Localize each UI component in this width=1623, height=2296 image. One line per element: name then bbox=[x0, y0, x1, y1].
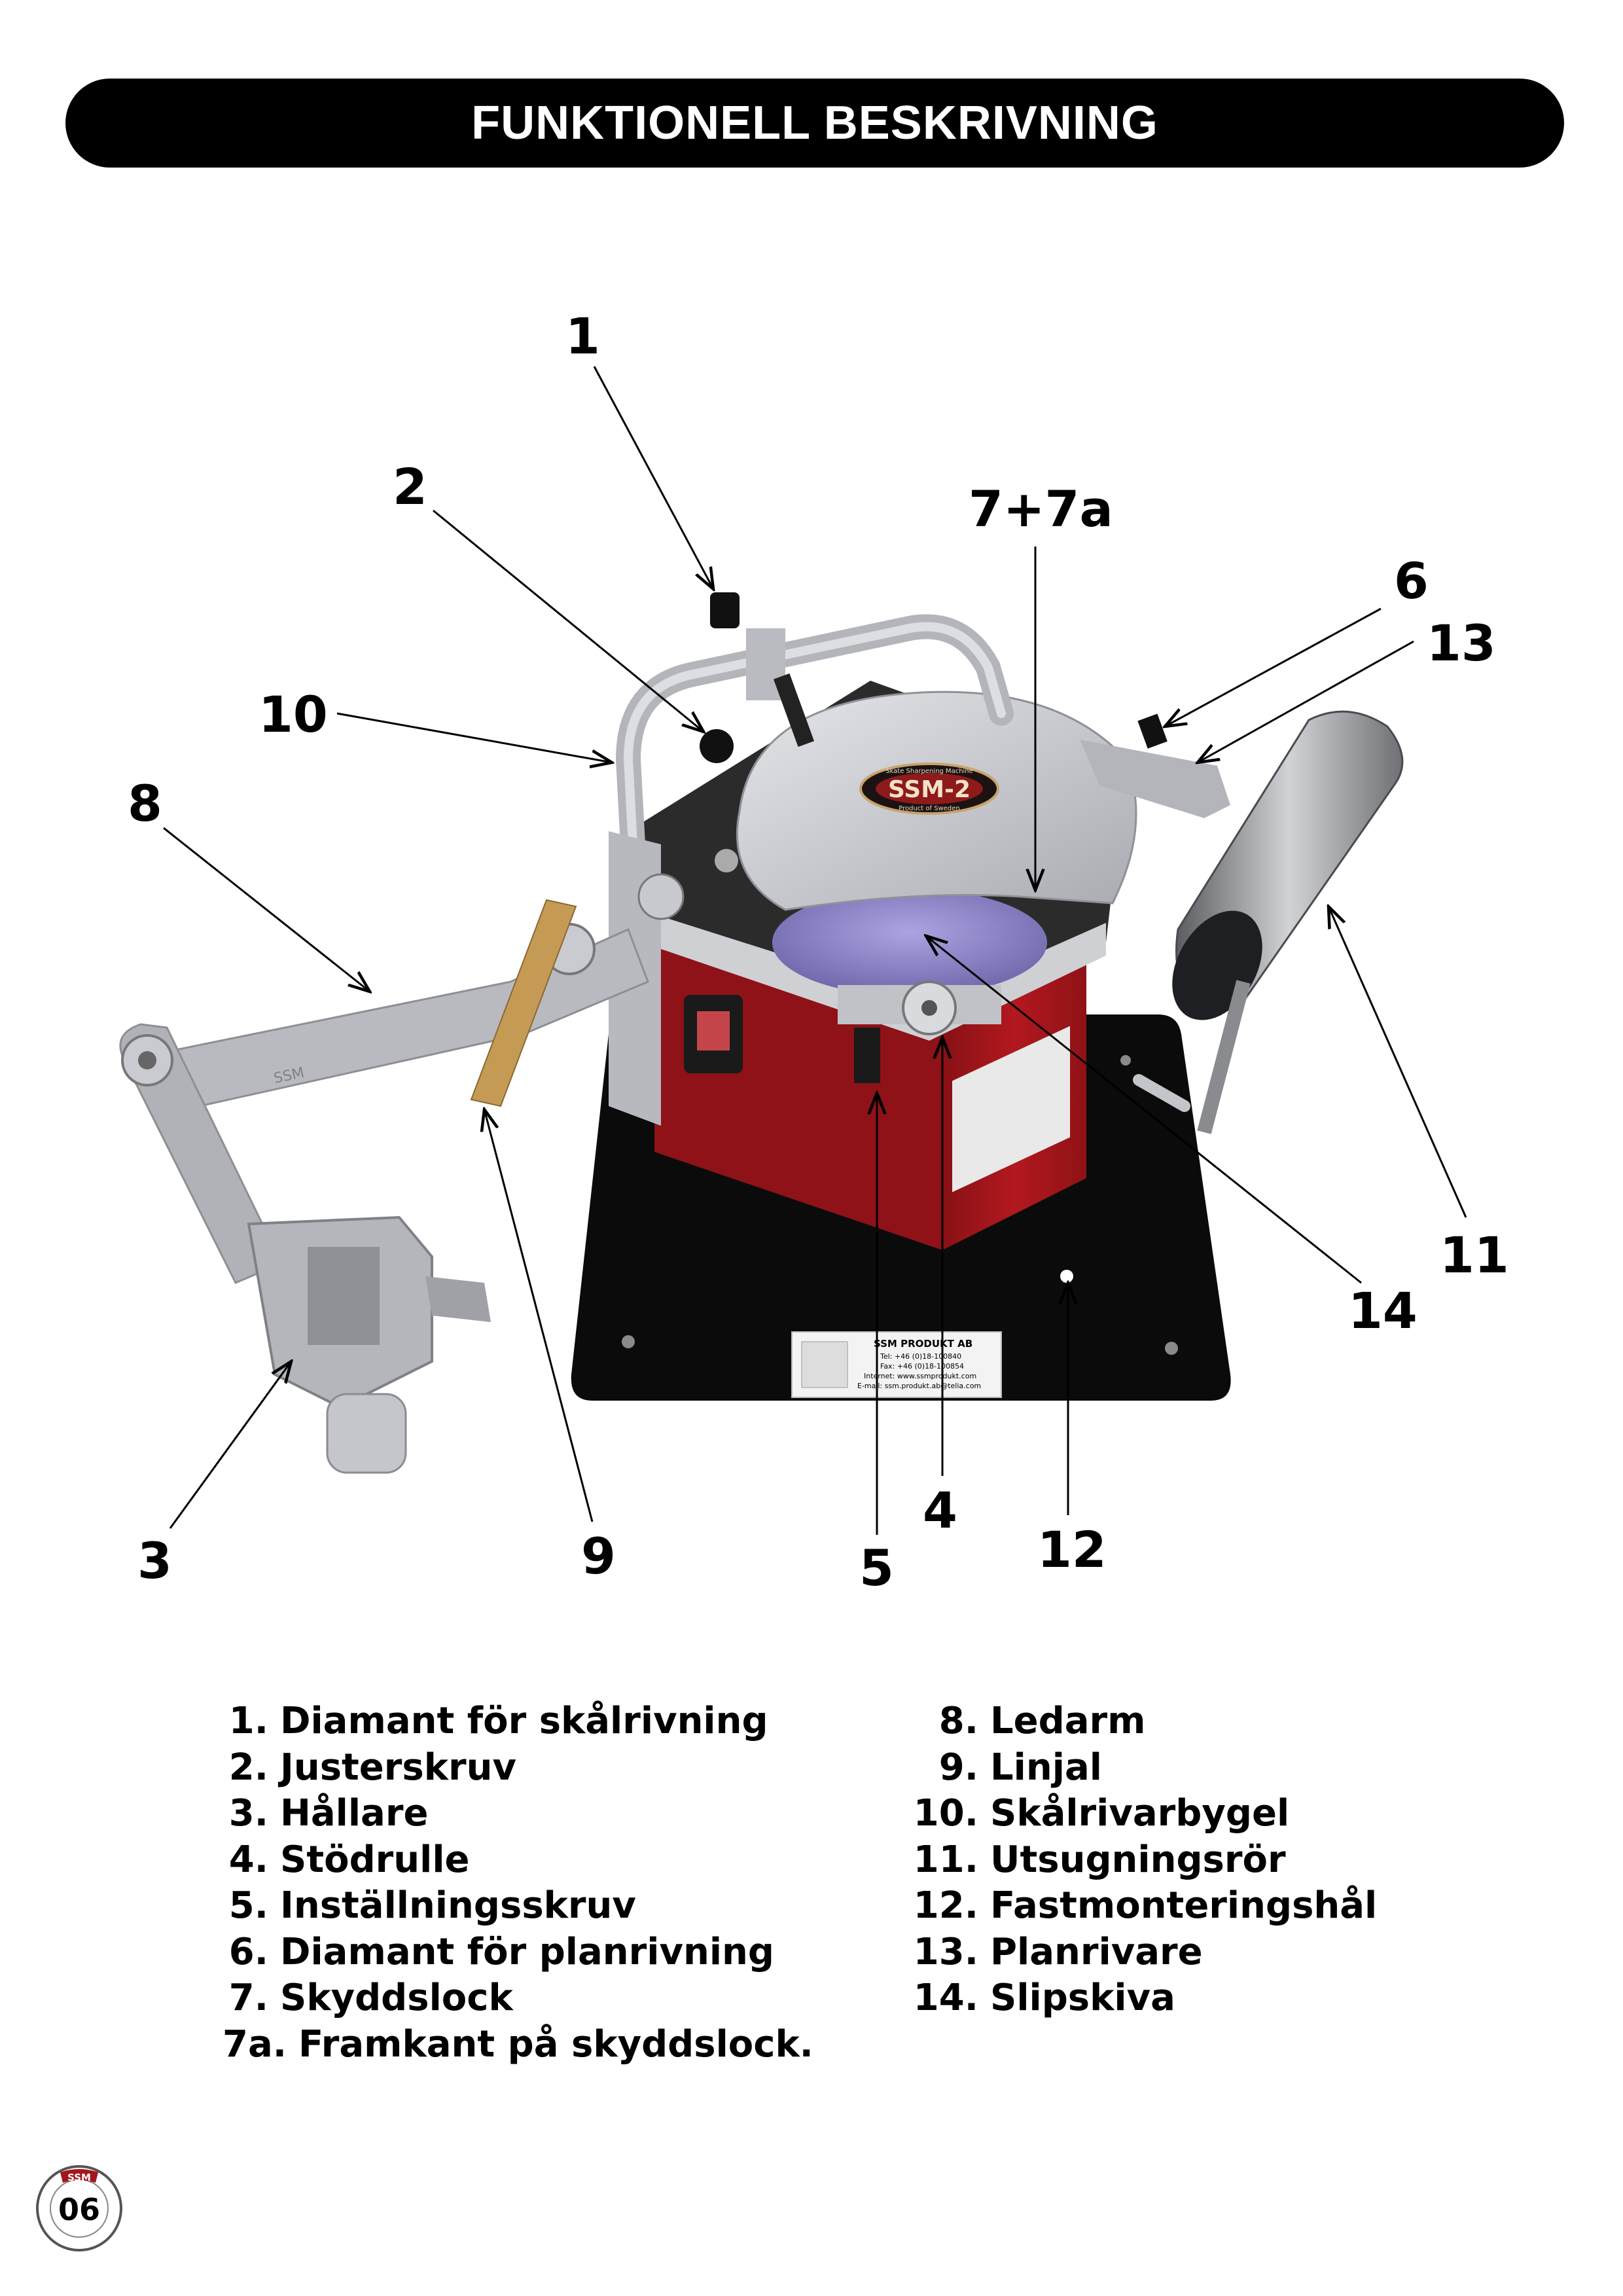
callout-12: 12 bbox=[1037, 1520, 1107, 1579]
leader-line-8 bbox=[163, 827, 370, 992]
mounting-hole bbox=[622, 1335, 635, 1348]
callout-3: 3 bbox=[137, 1532, 172, 1590]
legend-item: 7.Skyddslock bbox=[228, 1977, 513, 2019]
page-badge: SSM 06 bbox=[34, 2163, 124, 2253]
adjust-screw bbox=[700, 729, 734, 763]
callout-14: 14 bbox=[1348, 1282, 1418, 1340]
svg-text:Internet: www.ssmprodukt.com: Internet: www.ssmprodukt.com bbox=[864, 1372, 976, 1380]
legend-item: 1.Diamant för skålrivning bbox=[228, 1700, 768, 1742]
callout-4: 4 bbox=[923, 1481, 957, 1539]
legend-item: 2.Justerskruv bbox=[228, 1746, 516, 1789]
setting-screw bbox=[854, 1028, 880, 1083]
legend-item: 12.Fastmonteringshål bbox=[913, 1884, 1378, 1927]
legend-item: 8.Ledarm bbox=[938, 1700, 1146, 1742]
warning-label bbox=[952, 1026, 1070, 1193]
suction-tube bbox=[1133, 710, 1404, 1134]
legend-right: 8.Ledarm 9.Linjal 10.Skålrivarbygel 11.U… bbox=[906, 1698, 1377, 2022]
grinding-wheel bbox=[772, 889, 1047, 996]
leader-line-14 bbox=[926, 936, 1362, 1284]
legend-item: 13.Planrivare bbox=[913, 1930, 1203, 1973]
page-number: 06 bbox=[58, 2192, 100, 2227]
svg-text:Skate Sharpening Machine: Skate Sharpening Machine bbox=[885, 768, 973, 775]
legend-item: 6.Diamant för planrivning bbox=[228, 1930, 774, 1973]
leader-line-9 bbox=[484, 1109, 594, 1522]
leader-line-6 bbox=[1165, 607, 1382, 726]
callout-10: 10 bbox=[259, 685, 328, 744]
legend-item: 7a.Framkant på skyddslock. bbox=[223, 2022, 813, 2066]
leader-line-11 bbox=[1329, 906, 1467, 1218]
info-plate: SSM PRODUKT AB Tel: +46 (0)18-100840 Fax… bbox=[791, 1331, 1002, 1398]
leader-line-2 bbox=[433, 509, 704, 732]
flat-dresser bbox=[1080, 740, 1230, 818]
svg-text:Tel: +46 (0)18-100840: Tel: +46 (0)18-100840 bbox=[880, 1352, 961, 1361]
callout-2: 2 bbox=[393, 457, 427, 516]
legend-left: 1.Diamant för skålrivning 2.Justerskruv … bbox=[223, 1698, 813, 2068]
svg-text:Fax: +46 (0)18-100854: Fax: +46 (0)18-100854 bbox=[880, 1362, 964, 1371]
leader-line-1 bbox=[593, 366, 713, 589]
legend-item: 5.Inställningsskruv bbox=[228, 1884, 636, 1927]
legend-item: 14.Slipskiva bbox=[913, 1977, 1175, 2019]
callout-5: 5 bbox=[859, 1539, 894, 1597]
page-title: FUNKTIONELL BESKRIVNING bbox=[471, 97, 1158, 149]
callout-1: 1 bbox=[565, 307, 600, 365]
callout-9: 9 bbox=[581, 1527, 616, 1585]
legend-item: 4.Stödrulle bbox=[228, 1838, 470, 1881]
badge-logo-icon: SSM bbox=[36, 2165, 122, 2251]
svg-text:E-mail: ssm.produkt.ab@telia.c: E-mail: ssm.produkt.ab@telia.com bbox=[857, 1382, 981, 1390]
machine-illustration: SSM PRODUKT AB Tel: +46 (0)18-100840 Fax… bbox=[119, 366, 1467, 1535]
leader-line-3 bbox=[169, 1361, 291, 1529]
svg-text:Product of Sweden: Product of Sweden bbox=[899, 805, 959, 812]
callout-6: 6 bbox=[1394, 552, 1429, 610]
svg-text:SSM PRODUKT AB: SSM PRODUKT AB bbox=[874, 1338, 972, 1350]
callout-13: 13 bbox=[1427, 614, 1496, 672]
dresser-knob bbox=[710, 592, 740, 628]
callout-8: 8 bbox=[128, 774, 162, 833]
leader-line-13 bbox=[1198, 640, 1414, 762]
legend-item: 11.Utsugningsrör bbox=[913, 1838, 1286, 1881]
svg-text:SSM: SSM bbox=[67, 2172, 91, 2183]
callout-7-7a: 7+7a bbox=[969, 480, 1113, 538]
mounting-hole bbox=[1120, 1055, 1131, 1066]
mounting-hole bbox=[1060, 1270, 1073, 1283]
callout-11: 11 bbox=[1440, 1226, 1509, 1284]
title-bar: FUNKTIONELL BESKRIVNING bbox=[65, 79, 1564, 168]
legend-item: 3.Hållare bbox=[228, 1792, 429, 1835]
skate-holder bbox=[247, 1215, 491, 1474]
legend-item: 10.Skålrivarbygel bbox=[913, 1792, 1290, 1835]
leader-line-10 bbox=[336, 712, 612, 762]
mounting-hole bbox=[1165, 1342, 1178, 1355]
svg-text:SSM-2: SSM-2 bbox=[888, 776, 971, 803]
ruler bbox=[470, 899, 577, 1107]
legend-item: 9.Linjal bbox=[938, 1746, 1102, 1789]
